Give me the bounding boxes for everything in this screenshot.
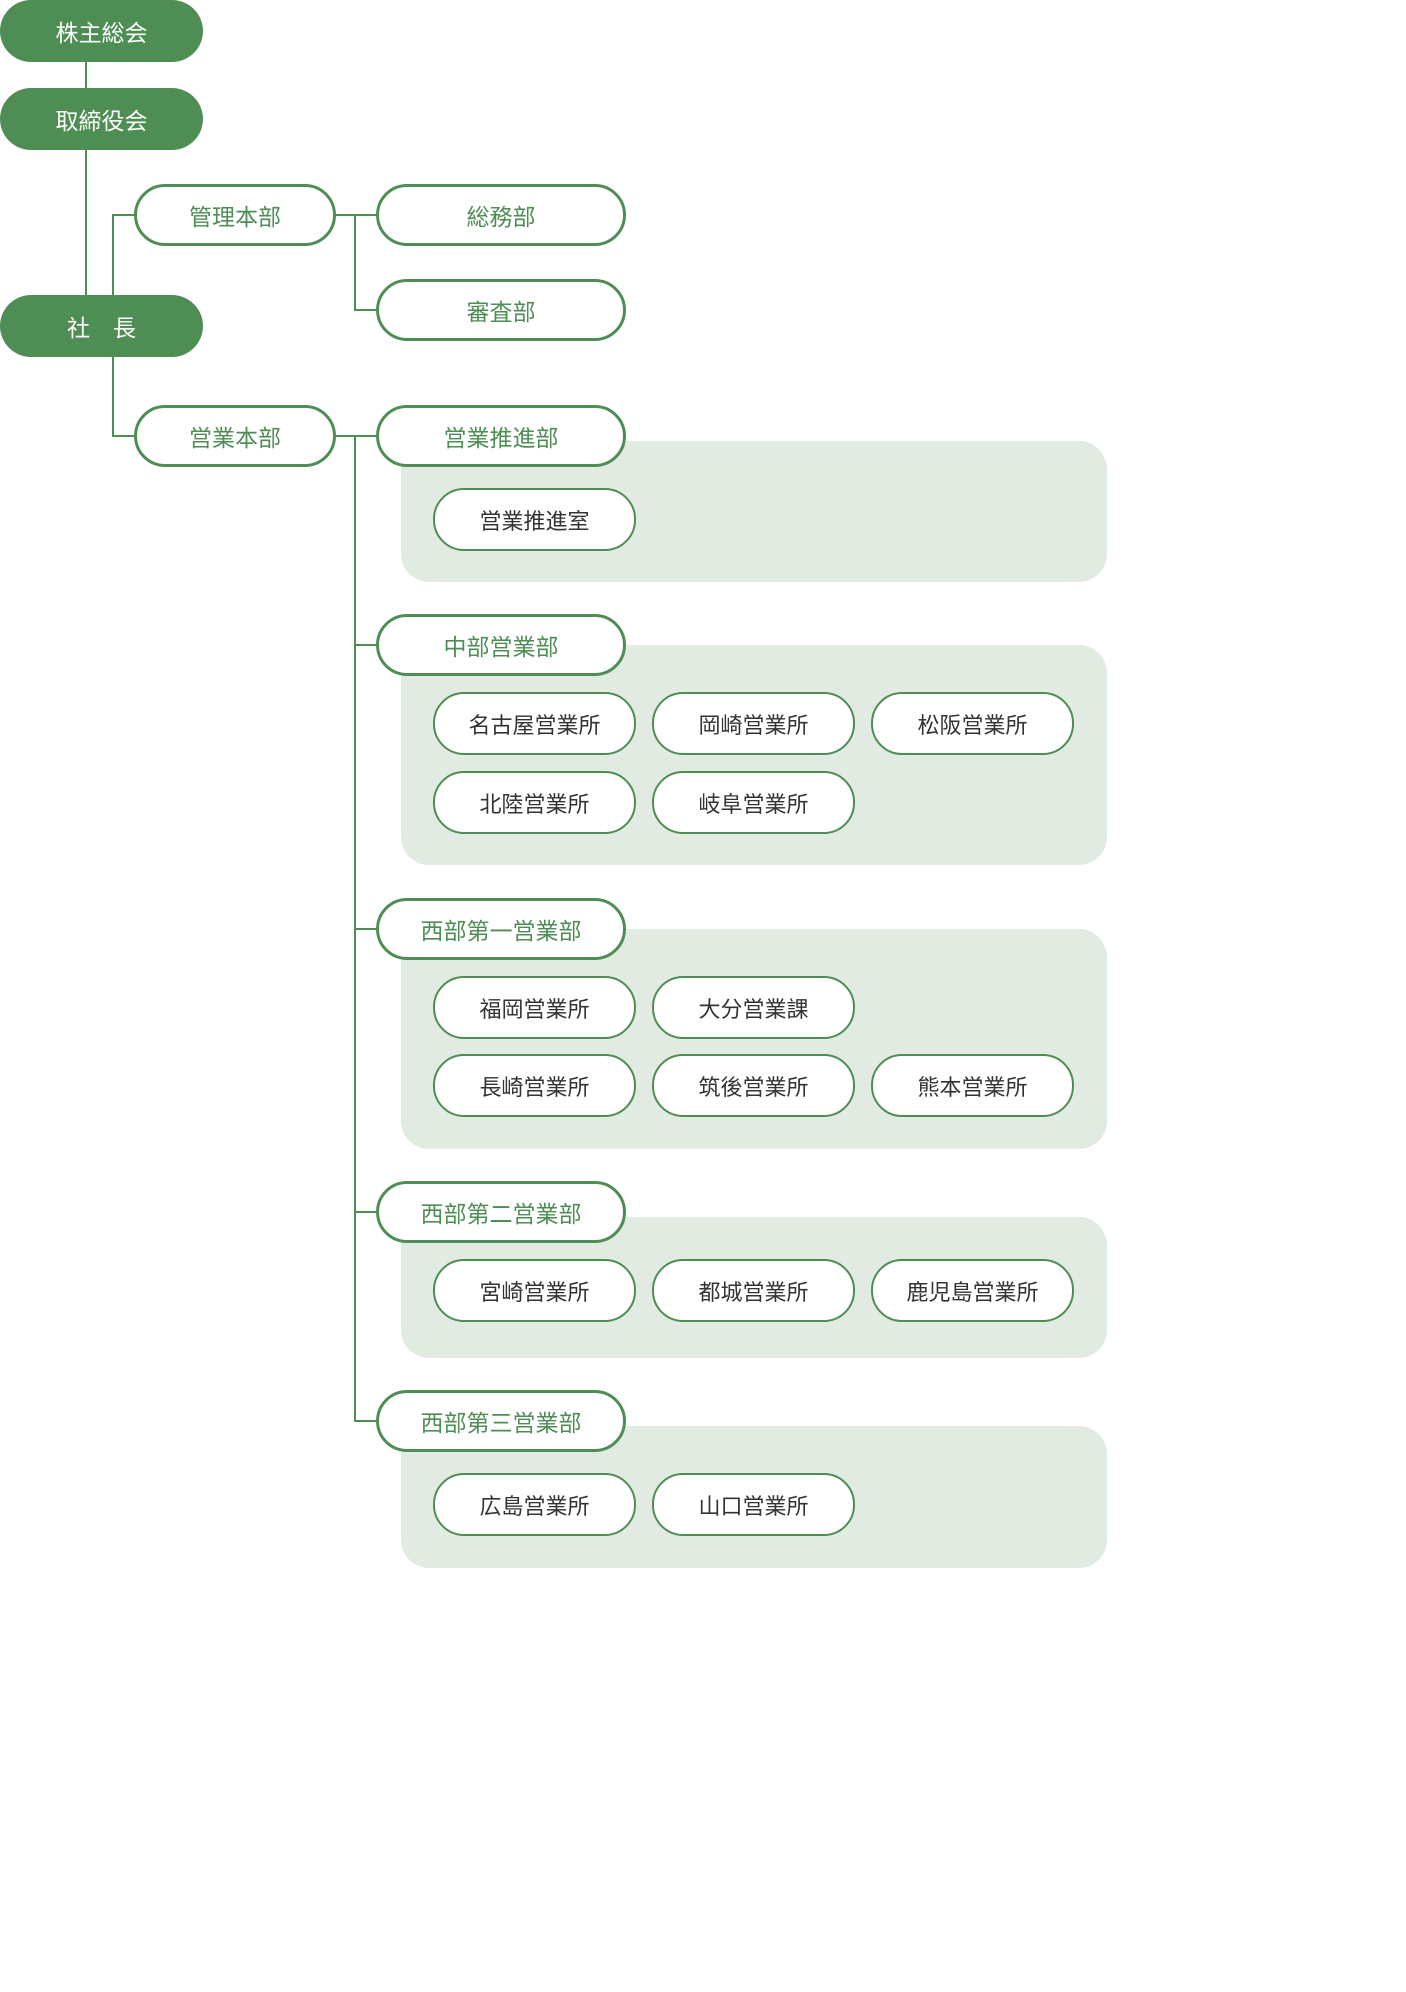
connector-line [112, 214, 136, 216]
president-node: 社 長 [0, 295, 203, 357]
connector-line [354, 214, 356, 310]
office-node: 北陸営業所 [433, 771, 636, 834]
office-node: 名古屋営業所 [433, 692, 636, 755]
connector-line [354, 928, 378, 930]
connector-line [354, 644, 378, 646]
seibu-3-sales-dept-node: 西部第三営業部 [376, 1390, 626, 1452]
connector-line [85, 60, 87, 300]
sales-hq-node: 営業本部 [134, 405, 336, 467]
office-node: 岐阜営業所 [652, 771, 855, 834]
connector-line [354, 1420, 378, 1422]
office-node: 福岡営業所 [433, 976, 636, 1039]
office-node: 筑後営業所 [652, 1054, 855, 1117]
office-node: 営業推進室 [433, 488, 636, 551]
office-node: 宮崎営業所 [433, 1259, 636, 1322]
connector-line [335, 435, 355, 437]
connector-line [354, 214, 378, 216]
office-node: 松阪営業所 [871, 692, 1074, 755]
office-node: 鹿児島営業所 [871, 1259, 1074, 1322]
office-node: 広島営業所 [433, 1473, 636, 1536]
connector-line [112, 354, 114, 437]
connector-line [354, 1211, 378, 1213]
general-affairs-dept-node: 総務部 [376, 184, 626, 246]
audit-dept-node: 審査部 [376, 279, 626, 341]
sales-promotion-dept-node: 営業推進部 [376, 405, 626, 467]
seibu-2-sales-dept-node: 西部第二営業部 [376, 1181, 626, 1243]
seibu-1-sales-dept-node: 西部第一営業部 [376, 898, 626, 960]
connector-line [354, 309, 378, 311]
connector-line [335, 214, 355, 216]
office-node: 長崎営業所 [433, 1054, 636, 1117]
chubu-sales-dept-node: 中部営業部 [376, 614, 626, 676]
board-of-directors-node: 取締役会 [0, 88, 203, 150]
connector-line [354, 435, 378, 437]
connector-line [112, 215, 114, 297]
office-node: 大分営業課 [652, 976, 855, 1039]
office-node: 山口営業所 [652, 1473, 855, 1536]
office-node: 熊本営業所 [871, 1054, 1074, 1117]
management-hq-node: 管理本部 [134, 184, 336, 246]
office-node: 都城営業所 [652, 1259, 855, 1322]
shareholders-meeting-node: 株主総会 [0, 0, 203, 62]
connector-line [112, 435, 136, 437]
office-node: 岡崎営業所 [652, 692, 855, 755]
